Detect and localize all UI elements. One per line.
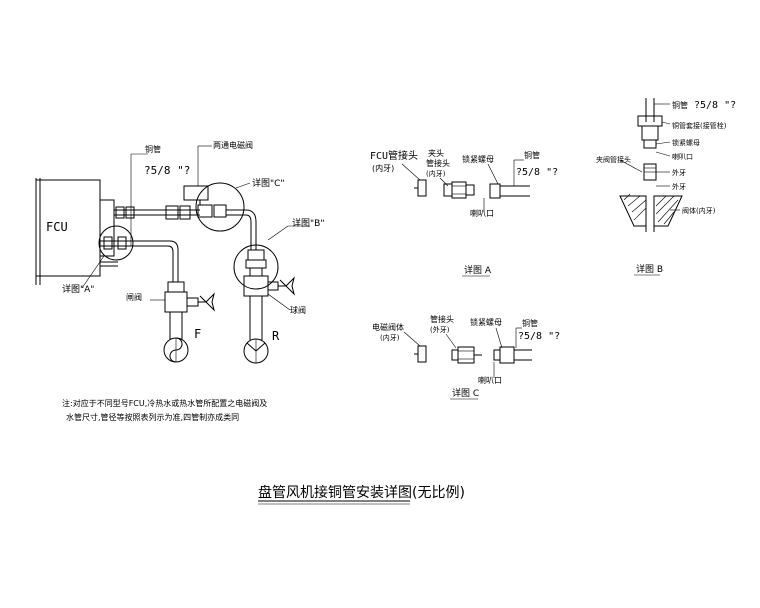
return-label: R [272, 329, 280, 343]
detail-a-lock-nut: 锁紧螺母 [462, 154, 494, 164]
detail-a-union-inner: (内牙) [426, 169, 446, 178]
detail-b-title: 详图 B [636, 263, 663, 275]
detail-b-outer-thread: 外牙 [672, 168, 686, 177]
detail-c-solenoid-body: 电磁阀体 [372, 322, 404, 332]
detail-a-copper: 铜管 [524, 150, 540, 160]
detail-b-copper: 铜管 [672, 100, 688, 110]
copper-pipe-label: 铜管 [145, 144, 161, 154]
detail-a-circle [98, 225, 134, 261]
detail-c-lock-nut: 锁紧螺母 [470, 317, 502, 327]
gate-valve-label: 闸阀 [126, 293, 142, 302]
main-assembly: FCU 铜管 ?5/8 "? 两通电磁阀 [35, 140, 324, 364]
detail-b-copper-socket: 铜管套接(接管栓) [672, 121, 727, 130]
detail-b-valve-fitting: 夹阀管接头 [596, 155, 631, 164]
detail-b-size: ?5/8 "? [694, 100, 736, 111]
detail-a-fcu-connector: FCU管接头 [370, 149, 418, 162]
note-line-1: 注:对应于不同型号FCU,冷热水或热水管所配置之电磁阀及 [62, 398, 267, 408]
detail-b: 铜管 ?5/8 "? 铜管套接(接管栓) 锁紧螺母 喇叭口 外牙 外牙 夹阀管接… [596, 98, 736, 276]
ball-valve-label: 球阀 [290, 305, 306, 315]
detail-b-lock-nut: 锁紧螺母 [672, 138, 700, 147]
detail-c-ref: 详图"C" [252, 177, 285, 189]
fcu-label: FCU [46, 220, 68, 234]
detail-b-circle [233, 244, 279, 290]
detail-a-ref: 详图"A" [62, 283, 94, 295]
supply-label: F [194, 327, 201, 341]
gate-valve-icon [164, 281, 215, 313]
detail-c-union: 管接头 [430, 314, 454, 324]
solenoid-valve-icon [183, 185, 209, 201]
detail-c-flare: 喇叭口 [478, 375, 502, 385]
note-line-2: 水管尺寸,管径等按照表列示为准,四管制亦成类同 [66, 412, 239, 422]
detail-b-outer-thread-2: 外牙 [672, 182, 686, 191]
drawing-title: 盘管风机接铜管安装详图(无比例) [258, 484, 465, 501]
detail-a-flare: 喇叭口 [470, 208, 494, 218]
detail-b-flare: 喇叭口 [672, 152, 693, 161]
detail-a-nut: 夹头 [428, 148, 444, 158]
detail-c: 电磁阀体 (内牙) 管接头 (外牙) 锁紧螺母 喇叭口 铜管 ?5/8 "? 详… [372, 314, 560, 400]
ball-valve-icon [243, 249, 295, 297]
detail-c-circle [195, 182, 245, 232]
detail-b-valve-body-label: 阀体(内牙) [682, 206, 716, 215]
detail-c-size: ?5/8 "? [518, 331, 560, 342]
detail-a: FCU管接头 (内牙) 夹头 管接头 (内牙) 锁紧螺母 喇叭口 铜管 ?5/8… [370, 148, 558, 277]
detail-c-title: 详图 C [452, 387, 479, 399]
detail-c-outer-thread: (外牙) [430, 325, 450, 334]
detail-a-union: 管接头 [426, 158, 450, 168]
detail-a-inner-thread: (内牙) [372, 163, 394, 173]
pipe-size-label: ?5/8 "? [144, 164, 190, 177]
solenoid-valve-label: 两通电磁阀 [213, 140, 253, 150]
detail-c-copper: 铜管 [522, 318, 538, 328]
detail-a-size: ?5/8 "? [516, 167, 558, 178]
detail-b-ref: 详图"B" [292, 217, 324, 229]
detail-a-title: 详图 A [464, 264, 492, 276]
detail-c-inner-thread: (内牙) [380, 333, 400, 342]
